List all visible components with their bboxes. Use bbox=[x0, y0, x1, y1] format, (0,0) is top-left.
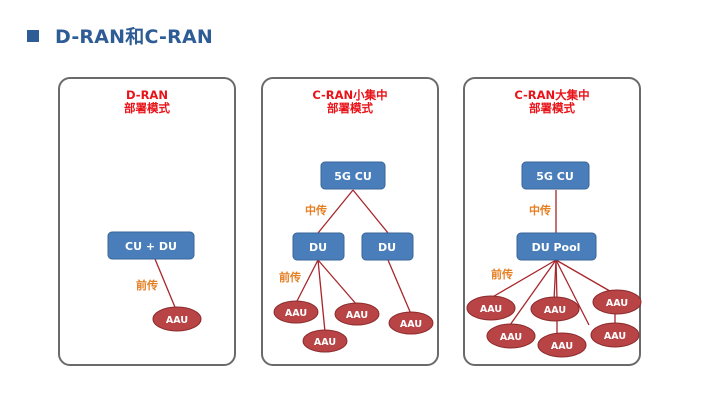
cu-node bbox=[320, 161, 386, 190]
c-ran-small-diagram: 5G CU 中传 DU DU 前传 AAU AAU AAU AAU bbox=[273, 161, 434, 353]
fronthaul-link bbox=[509, 259, 557, 326]
slide-title: D-RAN和C-RAN bbox=[55, 26, 213, 48]
aau-label: AAU bbox=[604, 331, 626, 342]
panel-title-line2: 部署模式 bbox=[124, 101, 170, 115]
aau-label: AAU bbox=[285, 308, 307, 319]
du-node bbox=[292, 232, 345, 261]
aau-label: AAU bbox=[551, 341, 573, 352]
panel-title: D-RAN 部署模式 bbox=[60, 89, 234, 115]
fronthaul-label: 前传 bbox=[279, 270, 301, 284]
aau-label: AAU bbox=[500, 332, 522, 343]
fronthaul-link bbox=[555, 259, 590, 326]
c-ran-large-diagram: 5G CU 中传 DU Pool 前传 AAU AAU AAU AAU AAU … bbox=[466, 161, 642, 358]
du-pool-label: DU Pool bbox=[532, 241, 581, 254]
fronthaul-link bbox=[295, 259, 319, 304]
panel-title: C-RAN大集中 部署模式 bbox=[465, 89, 639, 115]
aau-label: AAU bbox=[606, 298, 628, 309]
fronthaul-link bbox=[317, 259, 358, 306]
aau-label: AAU bbox=[400, 319, 422, 330]
cu-du-node bbox=[107, 231, 195, 260]
aau-node bbox=[466, 295, 516, 321]
fronthaul-link bbox=[555, 259, 558, 301]
d-ran-diagram: CU + DU 前传 AAU bbox=[107, 231, 202, 332]
panel-title-line1: C-RAN小集中 bbox=[312, 88, 388, 102]
aau-label: AAU bbox=[544, 305, 566, 316]
du-pool-node bbox=[516, 232, 597, 261]
du-label: DU bbox=[378, 241, 396, 254]
fronthaul-link bbox=[317, 259, 326, 333]
aau-label: AAU bbox=[314, 337, 336, 348]
fronthaul-link bbox=[154, 258, 178, 313]
aau-node bbox=[334, 302, 380, 326]
slide-title-row: D-RAN和C-RAN bbox=[27, 22, 213, 49]
panel-title: C-RAN小集中 部署模式 bbox=[263, 89, 437, 115]
panel-title-line1: D-RAN bbox=[126, 88, 168, 102]
midhaul-link bbox=[352, 189, 389, 234]
fronthaul-label: 前传 bbox=[136, 278, 158, 292]
panel-title-line1: C-RAN大集中 bbox=[514, 88, 590, 102]
aau-label: AAU bbox=[166, 315, 188, 326]
midhaul-label: 中传 bbox=[529, 203, 551, 217]
midhaul-link bbox=[317, 189, 354, 234]
cu-label: 5G CU bbox=[536, 170, 574, 183]
panel-title-line2: 部署模式 bbox=[529, 101, 575, 115]
aau-label: AAU bbox=[346, 310, 368, 321]
aau-node bbox=[530, 296, 580, 322]
cu-node bbox=[521, 161, 590, 190]
fronthaul-label: 前传 bbox=[491, 267, 513, 281]
aau-node bbox=[537, 332, 587, 358]
panel-title-line2: 部署模式 bbox=[327, 101, 373, 115]
aau-node bbox=[152, 306, 202, 332]
fronthaul-link bbox=[488, 259, 557, 300]
cu-label: 5G CU bbox=[334, 170, 372, 183]
aau-node bbox=[486, 323, 536, 349]
aau-node bbox=[590, 322, 640, 348]
cu-du-label: CU + DU bbox=[125, 240, 177, 253]
aau-node bbox=[273, 300, 319, 324]
fronthaul-link bbox=[387, 259, 412, 315]
du-node bbox=[361, 232, 414, 261]
panel-d-ran: D-RAN 部署模式 CU + DU 前传 AAU bbox=[58, 77, 236, 366]
midhaul-label: 中传 bbox=[305, 203, 327, 217]
du-label: DU bbox=[309, 241, 327, 254]
aau-node bbox=[302, 329, 348, 353]
panel-c-ran-small: C-RAN小集中 部署模式 5G CU 中传 DU DU 前传 AAU AAU … bbox=[261, 77, 439, 366]
square-bullet-icon bbox=[27, 29, 39, 42]
aau-node bbox=[388, 311, 434, 335]
aau-label: AAU bbox=[480, 304, 502, 315]
aau-node bbox=[592, 289, 642, 315]
panel-c-ran-large: C-RAN大集中 部署模式 5G CU 中传 DU Pool 前传 AAU AA… bbox=[463, 77, 642, 366]
fronthaul-link bbox=[555, 259, 616, 295]
